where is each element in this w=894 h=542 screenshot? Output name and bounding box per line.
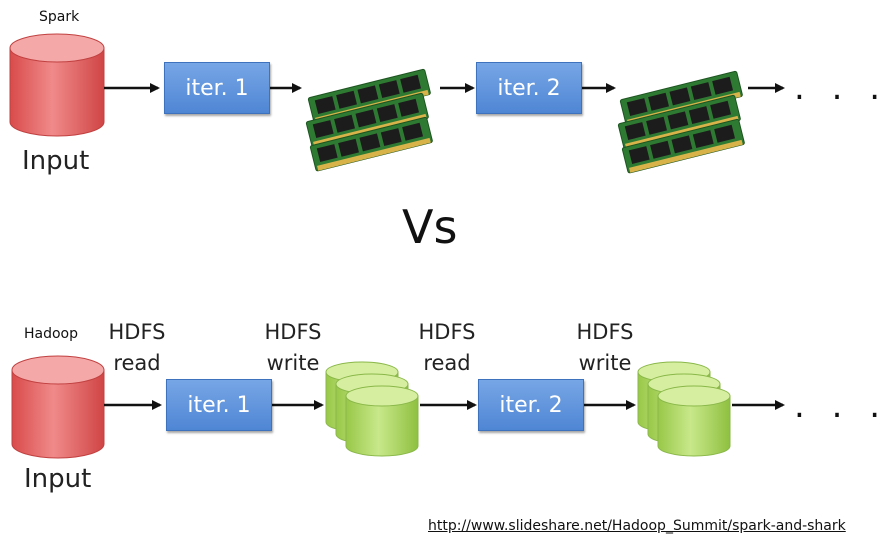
spark-title: Spark xyxy=(39,9,80,25)
hadoop-input-cylinder-icon xyxy=(11,355,105,459)
spark-ram-icon-1 xyxy=(305,68,434,172)
spark-input-label: Input xyxy=(22,146,90,176)
spark-ellipsis: . . . xyxy=(794,68,889,108)
hadoop-ellipsis: . . . xyxy=(794,386,889,426)
hdfs-read-1-line2: read xyxy=(113,351,161,375)
vs-label: Vs xyxy=(402,200,458,254)
spark-iter1-box: iter. 1 xyxy=(164,62,270,114)
hadoop-input-label: Input xyxy=(24,464,92,494)
hadoop-iter1-box: iter. 1 xyxy=(166,379,272,431)
spark-ram-icon-2 xyxy=(617,70,746,174)
hdfs-write-2-line2: write xyxy=(578,351,632,375)
hdfs-read-label-1: HDFS read xyxy=(92,317,182,379)
source-link[interactable]: http://www.slideshare.net/Hadoop_Summit/… xyxy=(428,518,846,534)
hdfs-write-2-line1: HDFS xyxy=(576,320,634,344)
hdfs-read-1-line1: HDFS xyxy=(108,320,166,344)
hadoop-hdfs-icon-2 xyxy=(637,361,731,457)
hadoop-iter2-box: iter. 2 xyxy=(478,379,584,431)
hdfs-write-1-line2: write xyxy=(266,351,320,375)
spark-iter2-box: iter. 2 xyxy=(476,62,582,114)
spark-input-cylinder-icon xyxy=(9,33,105,137)
hdfs-read-label-2: HDFS read xyxy=(402,317,492,379)
hdfs-read-2-line1: HDFS xyxy=(418,320,476,344)
hdfs-write-label-2: HDFS write xyxy=(560,317,650,379)
hdfs-read-2-line2: read xyxy=(423,351,471,375)
hadoop-title: Hadoop xyxy=(24,326,79,342)
hdfs-write-1-line1: HDFS xyxy=(264,320,322,344)
hdfs-write-label-1: HDFS write xyxy=(248,317,338,379)
